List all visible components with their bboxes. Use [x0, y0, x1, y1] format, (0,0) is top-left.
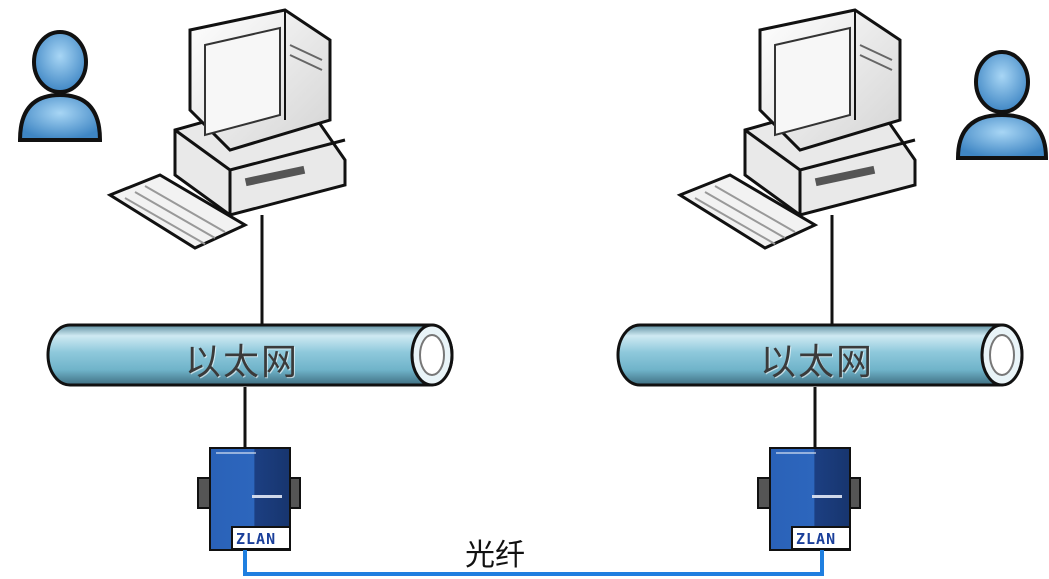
fiber-link	[243, 550, 824, 576]
ethernet-pipe-left	[46, 323, 454, 387]
keyboard-icon	[676, 173, 819, 250]
ethernet-label-right: 以太网	[760, 342, 875, 383]
computer-icon	[743, 8, 917, 217]
device-brand-left: ZLAN	[236, 530, 277, 548]
serial-server-icon	[197, 447, 301, 551]
user-icon	[17, 30, 103, 142]
keyboard-icon	[106, 173, 249, 250]
device-brand-right: ZLAN	[796, 530, 837, 548]
ethernet-label-left: 以太网	[185, 342, 300, 383]
computer-icon	[173, 8, 347, 217]
serial-server-icon	[757, 447, 861, 551]
ethernet-pipe-right	[616, 323, 1024, 387]
user-icon	[955, 50, 1049, 160]
fiber-label: 光纤	[465, 538, 525, 573]
